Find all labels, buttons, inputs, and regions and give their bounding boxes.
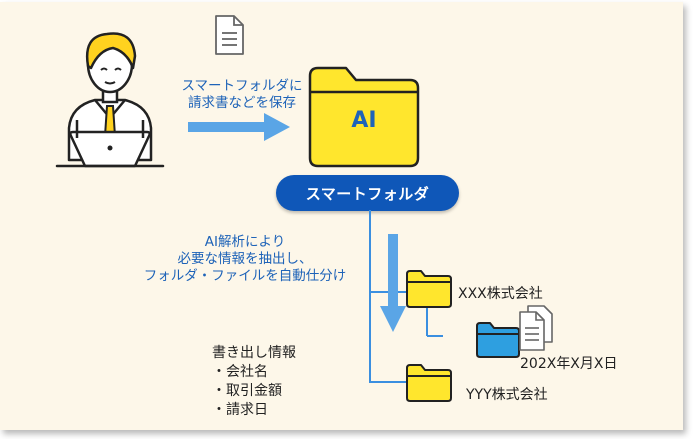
analysis-caption-line3: フォルダ・ファイルを自動仕分け — [143, 268, 347, 284]
upload-caption-line2: 請求書などを保存 — [188, 95, 296, 111]
upload-arrow-icon — [188, 113, 290, 141]
xxx-company-folder-icon — [406, 270, 452, 308]
export-info-item: ・会社名 — [212, 364, 268, 380]
upload-caption-line1: スマートフォルダに — [181, 78, 303, 94]
date-folder-label: 202X年X月X日 — [520, 356, 618, 372]
analysis-caption-line1: AI解析により — [204, 234, 286, 250]
yyy-company-label: YYY株式会社 — [466, 387, 548, 403]
smart-folder-badge: スマートフォルダ — [276, 175, 459, 211]
analysis-caption-line2: 必要な情報を抽出し、 — [177, 251, 313, 267]
person-at-laptop-icon — [55, 32, 165, 168]
document-stack-icon — [519, 305, 553, 351]
analysis-caption: AI解析により 必要な情報を抽出し、 フォルダ・ファイルを自動仕分け — [140, 234, 350, 285]
export-info-title: 書き出し情報 — [212, 345, 296, 361]
ai-folder-icon — [308, 66, 420, 168]
date-folder-icon — [476, 322, 520, 358]
export-info-item: ・請求日 — [212, 402, 268, 418]
document-icon — [215, 15, 244, 55]
xxx-company-label: XXX株式会社 — [458, 286, 543, 302]
ai-folder-label: AI — [351, 108, 377, 133]
export-info: 書き出し情報 ・会社名 ・取引金額 ・請求日 — [212, 344, 296, 420]
sort-arrow-icon — [380, 234, 406, 332]
yyy-company-folder-icon — [406, 364, 452, 402]
export-info-item: ・取引金額 — [212, 383, 282, 399]
upload-caption: スマートフォルダに 請求書などを保存 — [172, 78, 312, 112]
